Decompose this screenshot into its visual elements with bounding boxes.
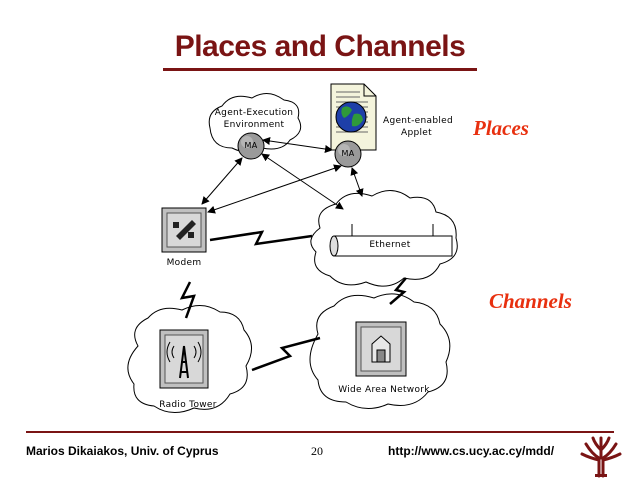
wan-label: Wide Area Network [338,385,430,395]
modem-icon [161,207,207,253]
modem-label: Modem [166,258,202,268]
migration-arrows [201,137,364,214]
footer-author: Marios Dikaiakos, Univ. of Cyprus [26,444,219,458]
university-tree-logo-icon [578,434,624,478]
ma-left-label: MA [244,141,258,150]
agent-env-label-line1: Agent-Execution [214,108,294,118]
agent-env-label-line2: Environment [223,120,285,130]
radio-tower-label: Radio Tower [159,400,217,410]
channels-label: Channels [489,289,572,313]
globe-icon [335,101,367,133]
ma-left-sphere [237,132,265,160]
ma-right-label: MA [341,149,355,158]
ethernet-cable-icon [329,224,453,257]
applet-label-line1: Agent-enabled [383,116,454,126]
footer-url: http://www.cs.ucy.ac.cy/mdd/ [388,444,555,458]
radio-tower-icon [159,329,209,389]
wan-icon [355,321,407,377]
applet-label-line2: Applet [401,128,432,138]
footer-divider [26,431,614,433]
lightning-bolts [179,230,407,372]
places-label: Places [473,116,529,140]
title-underline [163,68,477,71]
ethernet-label: Ethernet [369,240,411,250]
footer-page-number: 20 [311,444,323,458]
slide-title: Places and Channels [174,30,466,63]
